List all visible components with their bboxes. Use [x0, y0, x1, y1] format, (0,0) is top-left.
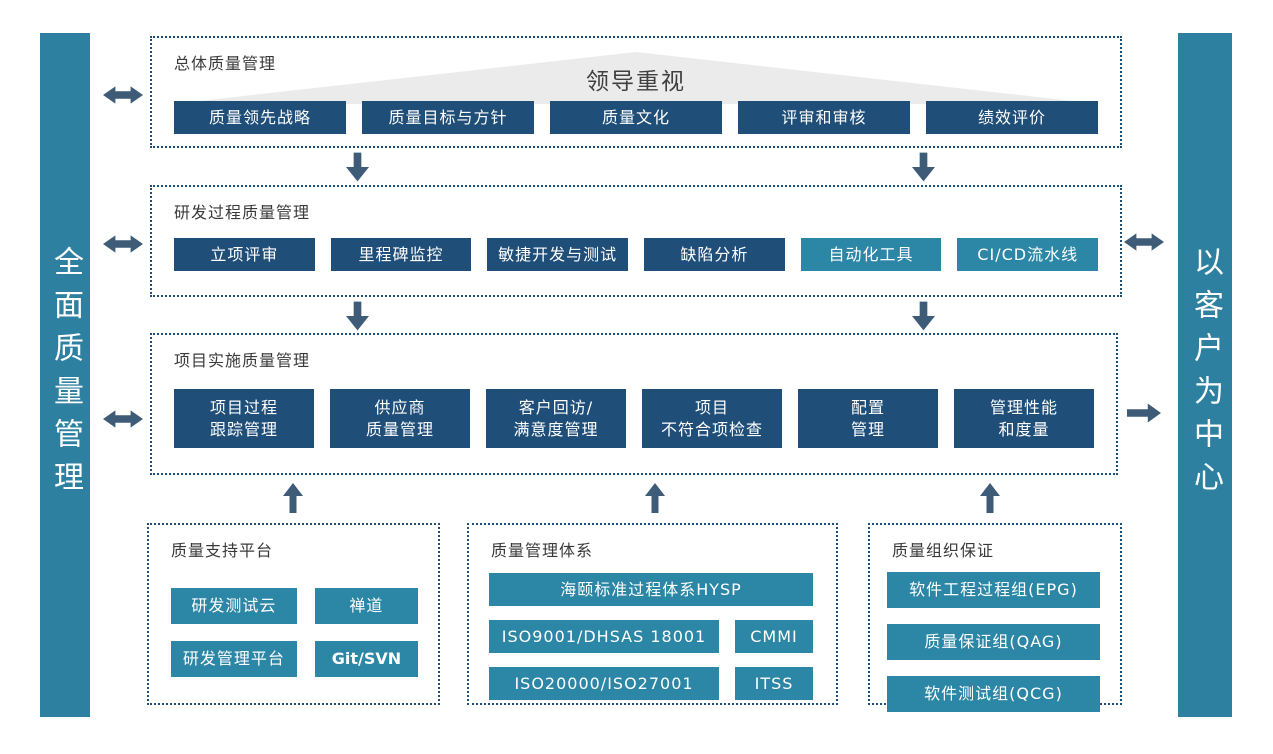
up-arrow-icon	[645, 483, 665, 513]
node-label-line: 满意度管理	[513, 419, 599, 439]
customer-centric-bar: 以客户为中心	[1178, 33, 1232, 717]
project-impl-panel: 项目实施质量管理 项目过程 跟踪管理 供应商 质量管理 客户回访/ 满意度管理 …	[150, 333, 1118, 475]
quality-system-title: 质量管理体系	[491, 541, 594, 560]
node-label-line: 配置	[850, 397, 885, 417]
node-qcg: 软件测试组(QCG)	[887, 676, 1100, 712]
node-label-line: 管理性能	[989, 397, 1058, 417]
node-customer-satisfaction: 客户回访/ 满意度管理	[486, 389, 626, 448]
overall-quality-title: 总体质量管理	[174, 54, 277, 73]
node-review-audit: 评审和审核	[738, 101, 910, 134]
left-right-arrow-icon	[1124, 231, 1164, 253]
system-split-row: ISO9001/DHSAS 18001 CMMI	[489, 620, 813, 653]
node-automation-tools: 自动化工具	[800, 238, 942, 271]
node-quality-goals: 质量目标与方针	[362, 101, 534, 134]
customer-centric-bar-label: 以客户为中心	[1188, 246, 1223, 504]
rd-button-row: 立项评审 里程碑监控 敏捷开发与测试 缺陷分析 自动化工具 CI/CD流水线	[174, 238, 1099, 271]
quality-platform-panel: 质量支持平台 研发测试云 禅道 研发管理平台 Git/SVN	[147, 523, 440, 705]
node-agile-dev-test: 敏捷开发与测试	[487, 238, 629, 271]
down-arrow-icon	[912, 301, 935, 331]
node-defect-analysis: 缺陷分析	[644, 238, 785, 271]
node-iso9001: ISO9001/DHSAS 18001	[489, 620, 720, 653]
down-arrow-icon	[912, 152, 935, 182]
right-arrow-icon	[1127, 402, 1161, 424]
node-project-tracking: 项目过程 跟踪管理	[174, 389, 314, 448]
up-arrow-icon	[283, 483, 303, 513]
leadership-banner-label: 领导重视	[586, 69, 686, 95]
node-git-svn: Git/SVN	[314, 641, 418, 677]
node-cicd-pipeline: CI/CD流水线	[957, 238, 1099, 271]
down-arrow-icon	[346, 152, 369, 182]
project-impl-title: 项目实施质量管理	[174, 351, 311, 370]
node-label-line: 项目	[694, 397, 729, 417]
quality-org-panel: 质量组织保证 软件工程过程组(EPG) 质量保证组(QAG) 软件测试组(QCG…	[868, 523, 1122, 712]
node-milestone-monitoring: 里程碑监控	[330, 238, 472, 271]
node-label-line: 跟踪管理	[209, 419, 278, 439]
node-hysp: 海颐标准过程体系HYSP	[489, 573, 813, 606]
node-iso20000: ISO20000/ISO27001	[489, 667, 720, 700]
total-quality-bar: 全面质量管理	[40, 33, 90, 717]
node-qag: 质量保证组(QAG)	[887, 624, 1100, 660]
platform-button-grid: 研发测试云 禅道 研发管理平台 Git/SVN	[171, 588, 418, 677]
org-button-column: 软件工程过程组(EPG) 质量保证组(QAG) 软件测试组(QCG)	[887, 572, 1100, 712]
node-project-approval-review: 立项评审	[174, 238, 315, 271]
total-quality-bar-label: 全面质量管理	[48, 246, 83, 504]
system-split-row: ISO20000/ISO27001 ITSS	[489, 667, 813, 700]
system-button-column: 海颐标准过程体系HYSP ISO9001/DHSAS 18001 CMMI IS…	[489, 573, 813, 700]
overall-button-row: 质量领先战略 质量目标与方针 质量文化 评审和审核 绩效评价	[174, 101, 1098, 134]
up-arrow-icon	[980, 483, 1000, 513]
node-label-line: 管理	[850, 419, 885, 439]
node-rd-test-cloud: 研发测试云	[171, 588, 297, 624]
node-quality-culture: 质量文化	[550, 101, 722, 134]
left-right-arrow-icon	[103, 84, 143, 106]
node-itss: ITSS	[735, 667, 813, 700]
node-cmmi: CMMI	[735, 620, 813, 653]
node-supplier-quality: 供应商 质量管理	[330, 389, 470, 448]
rd-process-panel: 研发过程质量管理 立项评审 里程碑监控 敏捷开发与测试 缺陷分析 自动化工具 C…	[150, 185, 1122, 297]
node-nonconformance-check: 项目 不符合项检查	[642, 389, 782, 448]
down-arrow-icon	[346, 301, 369, 331]
left-right-arrow-icon	[103, 408, 143, 430]
rd-process-title: 研发过程质量管理	[174, 203, 311, 222]
node-zentao: 禅道	[314, 588, 418, 624]
node-performance-measurement: 管理性能 和度量	[954, 389, 1094, 448]
node-epg: 软件工程过程组(EPG)	[887, 572, 1100, 608]
overall-quality-panel: 总体质量管理 领导重视 质量领先战略 质量目标与方针 质量文化 评审和审核 绩效…	[150, 36, 1122, 148]
node-label-line: 质量管理	[365, 419, 434, 439]
node-performance-eval: 绩效评价	[926, 101, 1098, 134]
node-rd-mgmt-platform: 研发管理平台	[171, 641, 297, 677]
node-label-line: 供应商	[374, 397, 426, 417]
node-quality-strategy: 质量领先战略	[174, 101, 346, 134]
quality-system-panel: 质量管理体系 海颐标准过程体系HYSP ISO9001/DHSAS 18001 …	[467, 523, 838, 705]
quality-platform-title: 质量支持平台	[171, 541, 274, 560]
quality-org-title: 质量组织保证	[892, 541, 995, 560]
node-label-line: 项目过程	[209, 397, 278, 417]
project-button-row: 项目过程 跟踪管理 供应商 质量管理 客户回访/ 满意度管理 项目 不符合项检查…	[174, 389, 1094, 448]
node-label-line: 不符合项检查	[660, 419, 763, 439]
node-label-line: 和度量	[998, 419, 1050, 439]
left-right-arrow-icon	[103, 233, 143, 255]
node-configuration-mgmt: 配置 管理	[798, 389, 938, 448]
node-label-line: 客户回访/	[518, 397, 594, 417]
